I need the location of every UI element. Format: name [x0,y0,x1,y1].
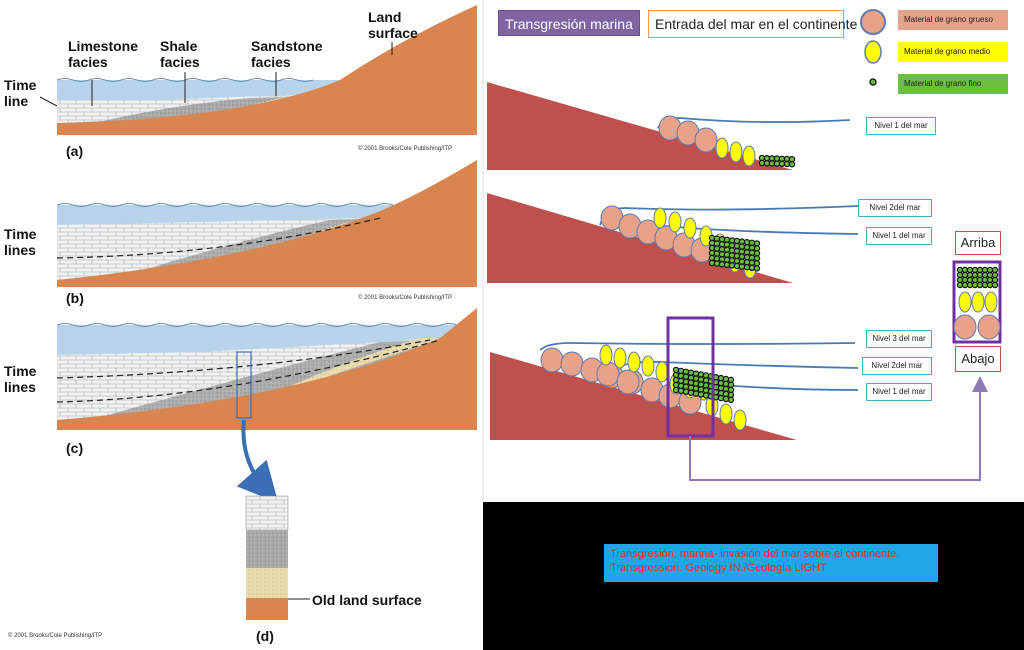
fine-grain [718,261,726,268]
sandstone-label: Sandstone facies [251,38,323,70]
fine-grain [723,261,731,268]
medium-grain [715,137,729,159]
wedge-1 [487,82,851,170]
fine-grain [677,387,685,395]
caption-line-2: Transgression. Geology IN./Geología LIGH… [610,562,827,574]
fine-grain [672,386,680,394]
medium-grain [641,355,655,377]
medium-grain [719,403,733,425]
medium-grain [733,409,747,431]
medium-grain [627,351,641,373]
medium-grain [958,291,972,313]
medium-grain [729,141,743,163]
fine-grain [713,260,721,267]
level-3-box-w3: Nivel 3 del mar [866,330,932,348]
fine-grain [708,259,716,267]
land-surface-label: Land surface [368,9,418,41]
fine-grain [753,265,761,272]
coarse-grain [953,314,977,340]
coarse-grain [540,347,564,373]
fine-grain [738,263,746,270]
panel-c [56,308,477,503]
level-1-box-w2: Nivel 1 del mar [866,227,932,245]
fine-grain [692,390,700,397]
subtitle-box: Entrada del mar en el continente [648,10,857,38]
medium-grain [984,291,998,313]
fine-grain [687,389,695,396]
time-lines-label-b: Time lines [4,226,37,258]
medium-grain [668,211,682,233]
legend-medium-label: Material de grano medio [898,42,1008,62]
fine-grain [733,262,741,270]
abajo-box: Abajo [955,346,1001,372]
fine-grain [697,391,705,398]
fine-grain [702,392,710,399]
level-2-box-w3: Nivel 2del mar [862,357,932,375]
fine-grain [991,281,999,289]
panel-b [56,160,477,287]
medium-grain [971,291,985,313]
fine-grain [727,396,735,404]
panel-label-c: (c) [66,440,84,456]
fine-grain [682,388,690,395]
caption-line-1: Transgresión, marina- invasión del mar s… [610,548,900,560]
time-lines-label-c: Time lines [4,363,37,395]
legend-coarse-label: Material de grano grueso [898,10,1008,30]
old-land-surface-label: Old land surface [312,592,422,608]
connector-arrow [689,376,988,481]
legend-fine-label: Material de grano fino [898,74,1008,94]
time-line-label-a: Time line [4,77,37,109]
level-1-box-w3: Nivel 1 del mar [866,383,932,401]
legend-medium-swatch [864,40,882,64]
fine-grain [722,395,730,403]
medium-grain [742,145,756,167]
legend-fine-swatch [869,78,877,86]
copyright-d: © 2001 Brooks/Cole Publishing/ITP [8,633,103,639]
level-2-box-w2: Nivel 2del mar [858,199,932,217]
legend-coarse-swatch [860,9,886,35]
shale-label: Shale facies [160,38,200,70]
coarse-grain [977,314,1001,340]
caption-box: Transgresión, marina- invasión del mar s… [604,544,938,582]
copyright-b: © 2001 Brooks/Cole Publishing/ITP [358,295,453,301]
title-box: Transgresión marina [498,10,640,36]
panel-label-d: (d) [256,628,274,644]
coarse-grain [616,369,640,395]
copyright-a: © 2001 Brooks/Cole Publishing/ITP [358,146,453,152]
sequence-column [952,260,1002,344]
arriba-box: Arriba [955,231,1001,255]
coarse-grain [694,127,718,153]
wedge-3 [490,316,859,440]
limestone-label: Limestone facies [68,38,139,70]
fine-grain [717,394,725,402]
medium-grain [653,207,667,229]
fine-grain [748,264,756,271]
medium-grain [613,347,627,369]
medium-grain [655,361,669,383]
medium-grain [683,217,697,239]
panel-d-column [245,495,310,620]
fine-grain [788,160,796,168]
panel-label-a: (a) [66,143,84,159]
coarse-grain [560,351,584,377]
panel-label-b: (b) [66,290,84,306]
wedge-2 [487,193,859,283]
fine-grain [743,264,751,271]
medium-grain [599,344,613,366]
fine-grain [728,262,736,269]
panel-a [39,5,477,135]
level-1-box-w1: Nivel 1 del mar [866,117,936,135]
